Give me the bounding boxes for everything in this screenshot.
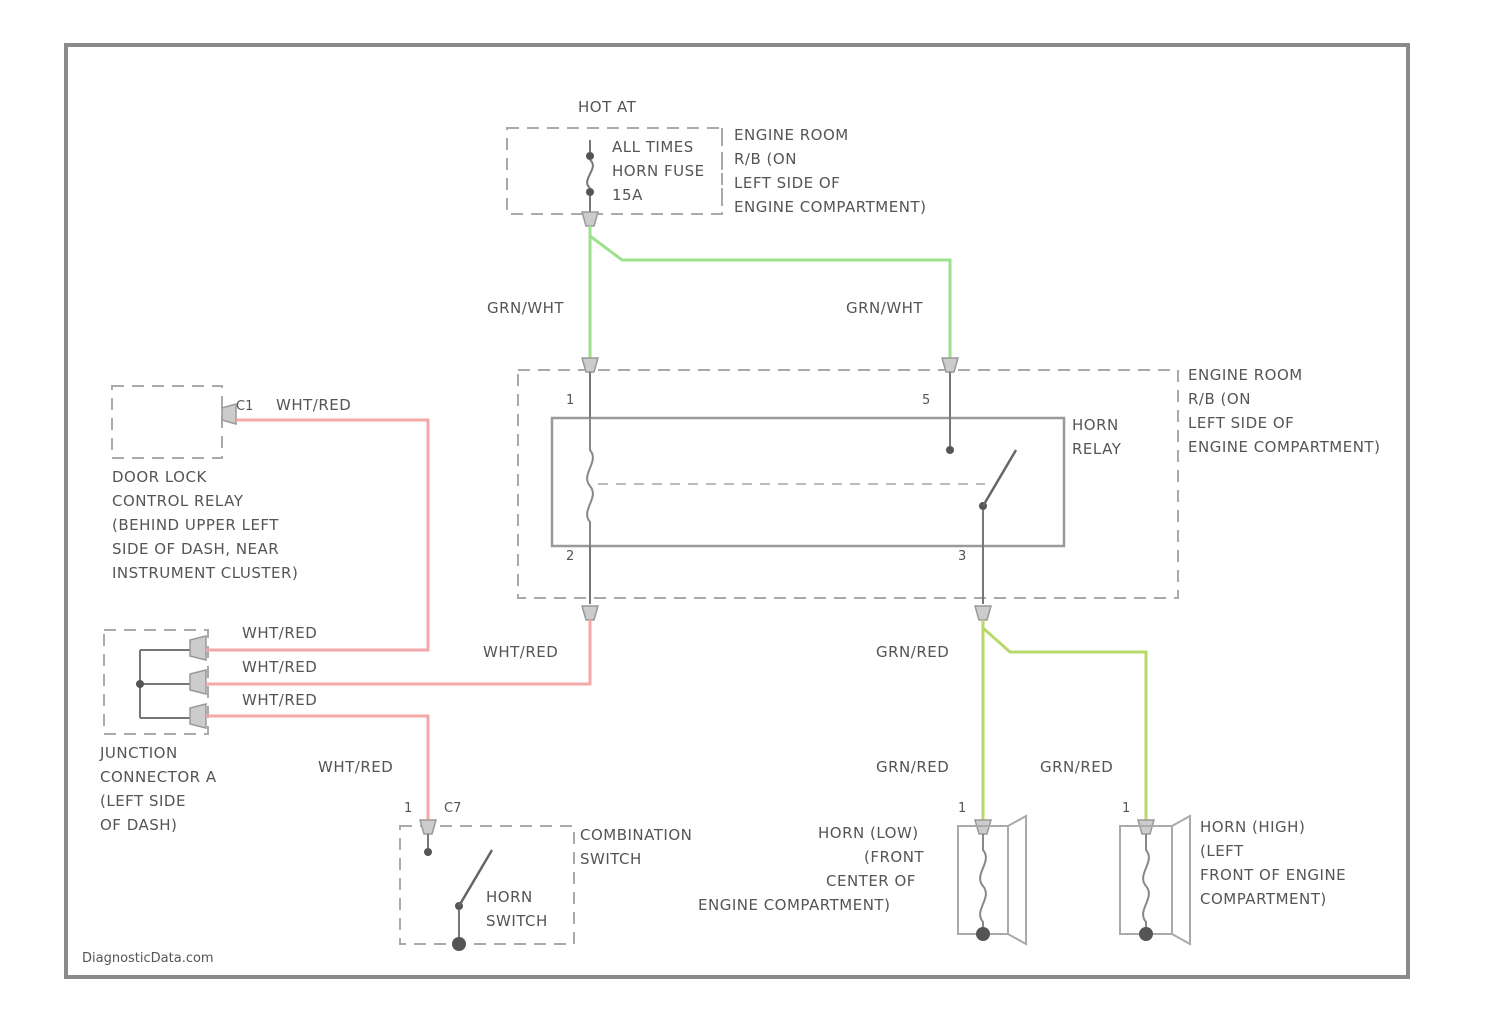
green-wire-right [590,236,950,360]
relay-pin-2: 2 [566,549,574,564]
door-lock-relay-label-3: (BEHIND UPPER LEFT [112,516,279,534]
horn-low-pin: 1 [958,801,966,816]
fuse-location-1: ENGINE ROOM [734,126,849,144]
horn-high-bell [1172,816,1190,944]
combination-switch-label-1: COMBINATION [580,826,692,844]
junction-label-1: JUNCTION [99,744,178,762]
red-wire-switch [206,716,428,822]
horn-switch-label-1: HORN [486,888,533,906]
hot-at-label: HOT AT [578,98,637,116]
horn-low-label-4: ENGINE COMPARTMENT) [698,896,890,914]
junction-bus [140,650,190,718]
wire-label-grn-red-high: GRN/RED [1040,758,1113,776]
red-wire-door-lock [206,420,428,650]
wire-label-grn-wht-left: GRN/WHT [487,299,564,317]
horn-low-bell [1008,816,1026,944]
horn-high-coil [1143,834,1149,930]
junction-label-4: OF DASH) [100,816,177,834]
junction-terminal-1 [190,636,206,660]
horn-relay-box [552,418,1064,546]
relay-pin-3-connector [975,606,991,620]
wire-label-wht-red-j1: WHT/RED [242,624,317,642]
fuse-terminal-bottom [586,188,594,196]
fuse-location-3: LEFT SIDE OF [734,174,840,192]
relay-location-2: R/B (ON [1188,390,1251,408]
relay-pin-5: 5 [922,393,930,408]
combination-switch-pin-number: 1 [404,801,412,816]
fuse-line-3: 15A [612,186,643,204]
junction-label-3: (LEFT SIDE [100,792,186,810]
relay-pin-2-connector [582,606,598,620]
wire-label-grn-wht-right: GRN/WHT [846,299,923,317]
fuse-connector [582,212,598,226]
door-lock-relay-label-4: SIDE OF DASH, NEAR [112,540,279,558]
junction-node [136,680,144,688]
horn-high-label-1: HORN (HIGH) [1200,818,1305,836]
door-lock-relay-pin: C1 [236,399,253,414]
combination-switch-label-2: SWITCH [580,850,642,868]
door-lock-relay-connector [222,404,236,424]
horn-switch-ground [452,937,466,951]
relay-coil [587,418,593,546]
horn-high-ground [1139,927,1153,941]
relay-pin-1: 1 [566,393,574,408]
horn-switch-label-2: SWITCH [486,912,548,930]
junction-label-2: CONNECTOR A [100,768,217,786]
fuse-location-2: R/B (ON [734,150,797,168]
door-lock-relay-label-1: DOOR LOCK [112,468,207,486]
horn-low-ground [976,927,990,941]
door-lock-relay-outline [112,386,222,458]
relay-location-1: ENGINE ROOM [1188,366,1303,384]
wire-label-wht-red-j3: WHT/RED [242,691,317,709]
relay-contact-fixed [946,446,954,454]
horn-high-label-3: FRONT OF ENGINE [1200,866,1346,884]
wire-label-wht-red-relay: WHT/RED [483,643,558,661]
fuse-symbol [587,160,593,188]
wire-label-wht-red-j2: WHT/RED [242,658,317,676]
wire-label-wht-red-dlcr: WHT/RED [276,396,351,414]
horn-low-label-3: CENTER OF [826,872,916,890]
fuse-line-2: HORN FUSE [612,162,705,180]
horn-high-label-2: (LEFT [1200,842,1244,860]
relay-name-2: RELAY [1072,440,1122,458]
junction-terminal-3 [190,704,206,728]
horn-switch-contact-fixed [424,848,432,856]
relay-name-1: HORN [1072,416,1119,434]
horn-low-label-2: (FRONT [864,848,924,866]
combination-switch-connector [420,820,436,834]
door-lock-relay-label-2: CONTROL RELAY [112,492,244,510]
wire-label-wht-red-switch: WHT/RED [318,758,393,776]
fuse-terminal-top [586,152,594,160]
horn-high-pin: 1 [1122,801,1130,816]
door-lock-relay-label-5: INSTRUMENT CLUSTER) [112,564,298,582]
wire-label-grn-red-relay: GRN/RED [876,643,949,661]
watermark: DiagnosticData.com [82,951,214,966]
wire-label-grn-red-low: GRN/RED [876,758,949,776]
horn-high-label-4: COMPARTMENT) [1200,890,1327,908]
horn-low-coil [980,834,986,930]
fuse-location-4: ENGINE COMPARTMENT) [734,198,926,216]
relay-switch-arm [983,450,1016,506]
relay-location-3: LEFT SIDE OF [1188,414,1294,432]
combination-switch-pin: C7 [444,801,461,816]
relay-pin-3: 3 [958,549,966,564]
junction-terminal-2 [190,670,206,694]
horn-low-label-1: HORN (LOW) [818,824,919,842]
horn-high-wire [983,628,1146,822]
fuse-line-1: ALL TIMES [612,138,694,156]
relay-location-4: ENGINE COMPARTMENT) [1188,438,1380,456]
